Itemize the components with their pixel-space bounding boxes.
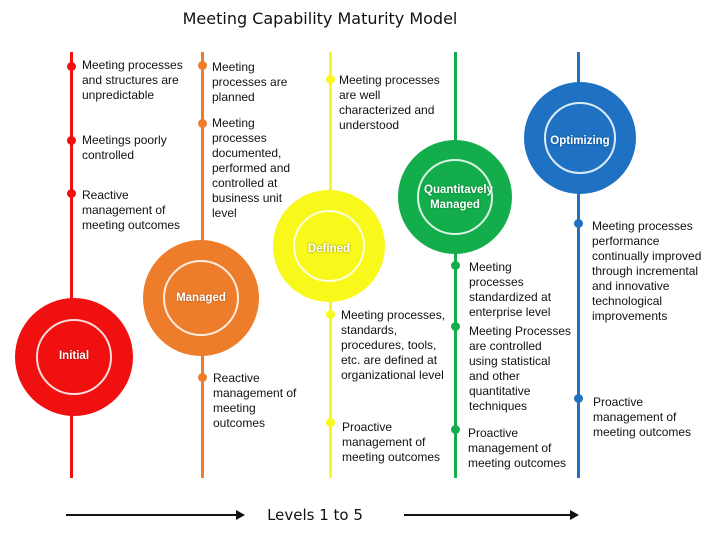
level-1-bullet-dot [67, 189, 76, 198]
level-4-label: Quantitavely Managed [424, 184, 494, 211]
level-3-circle: Defined [273, 190, 385, 302]
level-5-note-2: Proactive management of meeting outcomes [593, 395, 692, 439]
level-1-bullet-dot [67, 136, 76, 145]
level-1-inner-ring [36, 319, 112, 395]
level-5-bullet-dot [574, 394, 583, 403]
level-5-label: Optimizing [550, 135, 610, 147]
level-5-inner-ring [544, 102, 616, 174]
level-4-note-1: Meeting processes standardized at enterp… [469, 260, 552, 319]
level-3-bullet-dot [326, 310, 335, 319]
left-arrow-line [66, 514, 236, 516]
level-2-note-1: Meeting processes are planned [212, 60, 288, 104]
level-3-inner-ring [293, 210, 365, 282]
level-4-bullet-dot [451, 322, 460, 331]
level-4-bullet-dot [451, 261, 460, 270]
left-arrowhead [236, 510, 245, 520]
level-4-note-2: Meeting Processes are controlled using s… [469, 324, 572, 413]
level-1-bullet-dot [67, 62, 76, 71]
levels-label: Levels 1 to 5 [267, 506, 363, 524]
level-1-label: Initial [58, 350, 90, 362]
level-1-line [70, 52, 73, 478]
level-4-circle: Quantitavely Managed [398, 140, 512, 254]
level-2-bullet-dot [198, 61, 207, 70]
level-2-circle: Managed [143, 240, 259, 356]
level-5-line [577, 52, 580, 478]
level-4-note-3: Proactive management of meeting outcomes [468, 426, 567, 470]
right-arrowhead [570, 510, 579, 520]
level-4-bullet-dot [451, 425, 460, 434]
level-3-bullet-dot [326, 418, 335, 427]
level-3-note-2: Meeting processes, standards, procedures… [341, 308, 446, 382]
right-arrow-line [404, 514, 570, 516]
level-2-label: Managed [176, 292, 226, 304]
level-3-note-1: Meeting processes are well characterized… [339, 73, 440, 132]
diagram-title: Meeting Capability Maturity Model [182, 9, 458, 28]
level-2-inner-ring [163, 260, 239, 336]
level-3-note-3: Proactive management of meeting outcomes [342, 420, 441, 464]
level-2-bullet-dot [198, 119, 207, 128]
level-2-bullet-dot [198, 373, 207, 382]
level-5-circle: Optimizing [524, 82, 636, 194]
level-3-label: Defined [307, 243, 351, 255]
level-1-circle: Initial [15, 298, 133, 416]
level-5-bullet-dot [574, 219, 583, 228]
level-2-note-3: Reactive management of meeting outcomes [213, 371, 297, 430]
level-2-note-2: Meeting processes documented, performed … [212, 116, 291, 220]
level-1-note-1: Meeting processes and structures are unp… [82, 58, 183, 102]
level-1-note-2: Meetings poorly controlled [82, 133, 167, 162]
level-5-note-1: Meeting processes performance continuall… [592, 219, 702, 323]
level-4-inner-ring [417, 159, 493, 235]
level-3-bullet-dot [326, 75, 335, 84]
level-1-note-3: Reactive management of meeting outcomes [82, 188, 181, 232]
